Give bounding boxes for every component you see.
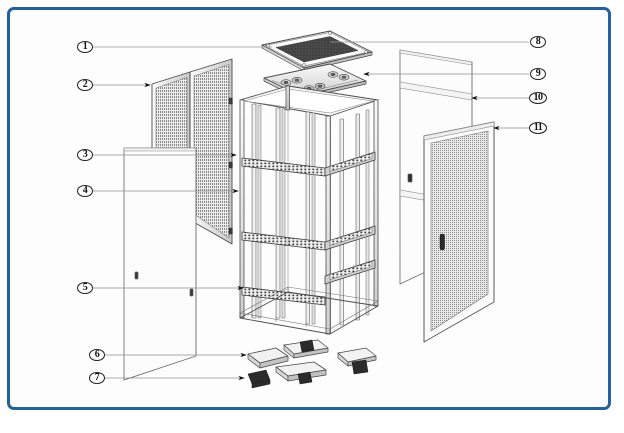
callout-number-4: 4: [82, 185, 88, 196]
cable-tray-lower: [241, 259, 376, 306]
panel-latch-icon: [189, 288, 194, 297]
side-panel-left: [123, 147, 197, 381]
top-cover-plate: [261, 30, 373, 72]
castor-wheel: [247, 369, 271, 389]
cabinet-frame: [239, 85, 379, 335]
cable-tray-middle: [241, 225, 376, 251]
callout-number-3: 3: [82, 149, 88, 160]
callout-number-6: 6: [94, 349, 100, 360]
panel-latch-icon: [134, 271, 139, 280]
callout-number-11: 11: [533, 122, 543, 133]
door-handle-icon: [439, 233, 445, 251]
panel-latch-icon: [407, 173, 413, 183]
callout-number-7: 7: [94, 372, 100, 383]
callout-number-2: 2: [82, 79, 88, 90]
callout-number-8: 8: [535, 36, 541, 47]
callout-number-1: 1: [82, 41, 88, 52]
castor-wheel: [299, 339, 315, 353]
leveling-foot: [247, 347, 289, 369]
cable-tray-upper: [241, 151, 376, 177]
castor-wheel: [351, 359, 369, 375]
callout-number-5: 5: [82, 282, 88, 293]
callout-leader-lines: [92, 41, 529, 381]
callout-number-9: 9: [535, 68, 541, 79]
callout-number-10: 10: [533, 92, 544, 103]
callout-bubbles: [76, 35, 548, 385]
accessory-hardware-group: [247, 339, 377, 389]
front-mesh-door: [423, 121, 495, 343]
castor-wheel: [297, 371, 313, 385]
